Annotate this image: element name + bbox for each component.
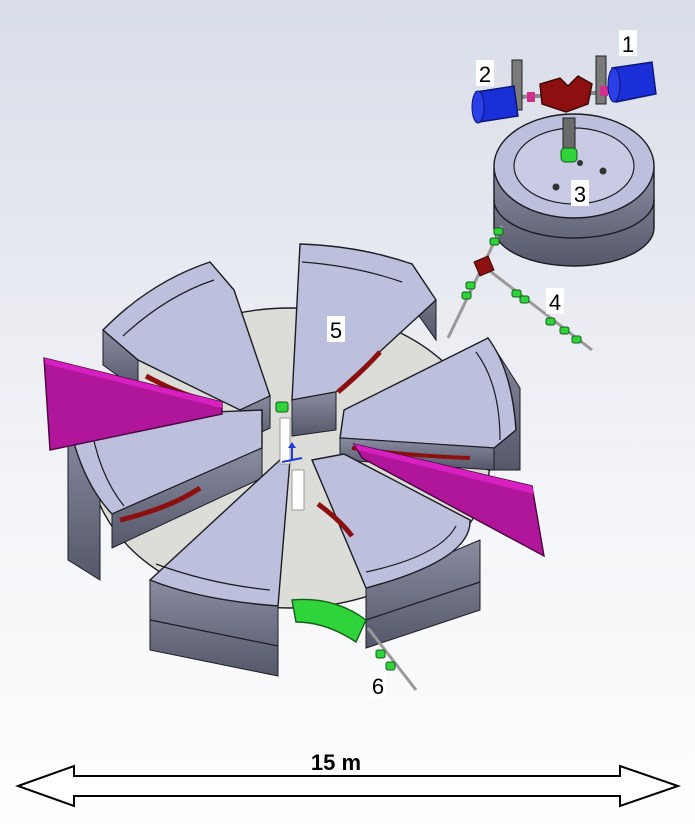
rf-cavity-left (43, 357, 223, 451)
main-cyclotron (43, 243, 545, 691)
svg-text:1: 1 (622, 32, 634, 57)
double-arrow-icon (15, 764, 682, 808)
magnet-sector (291, 243, 437, 437)
svg-text:5: 5 (330, 318, 342, 343)
dee-2 (471, 85, 519, 124)
label-3: 3 (571, 180, 589, 207)
label-4: 4 (546, 288, 564, 315)
ion-source-assembly (511, 55, 613, 113)
central-injection-element (275, 401, 289, 413)
magnet-sector (148, 457, 291, 677)
label-6: 6 (369, 672, 387, 699)
svg-text:4: 4 (549, 290, 561, 315)
svg-text:3: 3 (574, 182, 586, 207)
label-2: 2 (476, 60, 494, 87)
svg-text:6: 6 (372, 674, 384, 699)
magnet-sector (311, 453, 481, 649)
scale-bar-label: 15 m (311, 750, 361, 775)
axis-triad-icon (281, 442, 303, 463)
label-1: 1 (619, 30, 637, 57)
rf-cavity-right (352, 442, 545, 558)
label-5: 5 (327, 316, 345, 343)
extraction-septum (291, 598, 367, 644)
extraction-beamline (366, 627, 418, 691)
scale-bar: 15 m (15, 750, 682, 808)
dee-1 (607, 61, 657, 103)
transfer-line (446, 225, 593, 352)
svg-text:2: 2 (479, 62, 491, 87)
